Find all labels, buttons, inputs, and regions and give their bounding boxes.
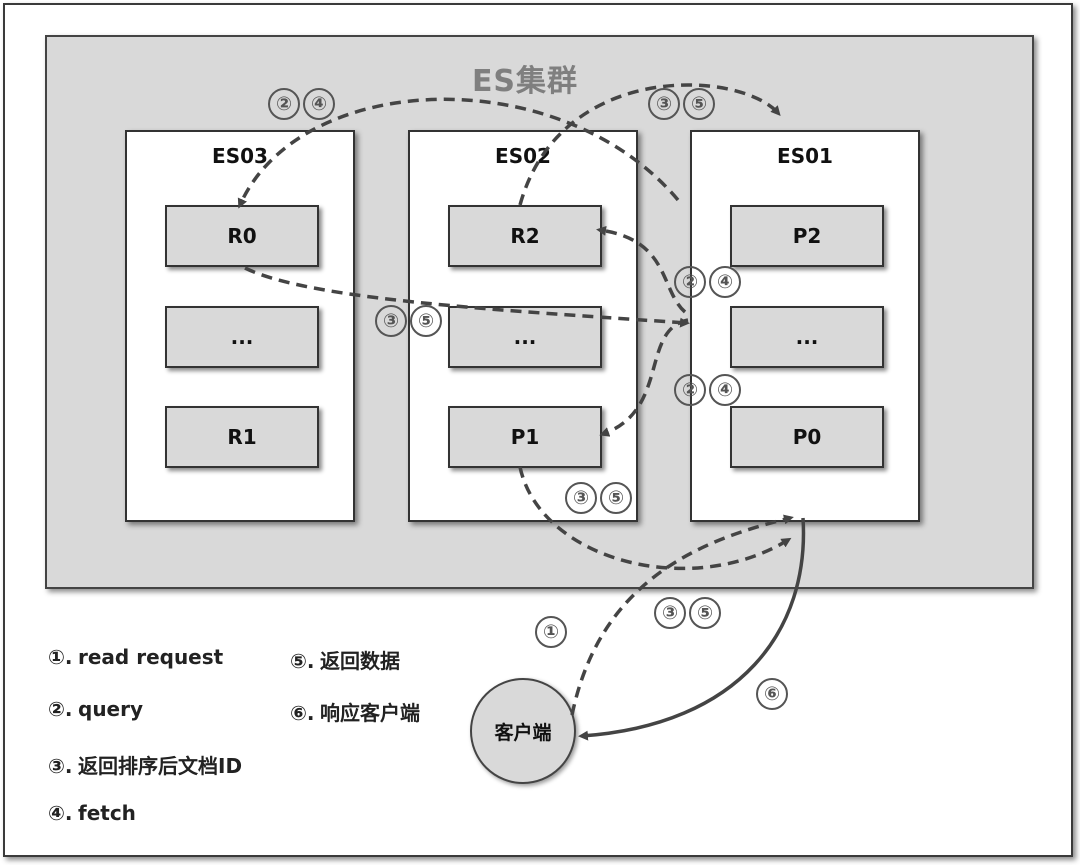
- step-5-icon: ⑤: [600, 482, 632, 514]
- node-es03: ES03 R0 ... R1: [125, 130, 355, 522]
- step-1-icon: ①: [535, 616, 567, 648]
- shard-r2: R2: [448, 205, 602, 267]
- step-2-icon: ②: [268, 88, 300, 120]
- node-label: ES03: [212, 144, 268, 168]
- legend-item: ⑤.返回数据: [290, 649, 400, 673]
- shard-ellipsis: ...: [730, 306, 884, 368]
- step-6-icon: ⑥: [756, 678, 788, 710]
- step-4-icon: ④: [709, 374, 741, 406]
- step-2-icon: ②: [674, 266, 706, 298]
- step-3-icon: ③: [654, 597, 686, 629]
- shard-r0: R0: [165, 205, 319, 267]
- step-4-icon: ④: [709, 266, 741, 298]
- legend-item: ③.返回排序后文档ID: [48, 754, 243, 778]
- shard-p2: P2: [730, 205, 884, 267]
- node-label: ES01: [777, 144, 833, 168]
- shard-p0: P0: [730, 406, 884, 468]
- step-4-icon: ④: [303, 88, 335, 120]
- cluster-title: ES集群: [471, 64, 579, 99]
- legend-item: ④.fetch: [48, 801, 136, 825]
- step-3-icon: ③: [648, 88, 680, 120]
- step-3-icon: ③: [565, 482, 597, 514]
- node-label: ES02: [495, 144, 551, 168]
- step-2-icon: ②: [674, 374, 706, 406]
- shard-ellipsis: ...: [448, 306, 602, 368]
- legend-item: ①.read request: [48, 645, 224, 669]
- shard-r1: R1: [165, 406, 319, 468]
- step-5-icon: ⑤: [410, 305, 442, 337]
- legend-item: ⑥.响应客户端: [290, 701, 420, 725]
- step-3-icon: ③: [375, 305, 407, 337]
- shard-ellipsis: ...: [165, 306, 319, 368]
- client-node: 客户端: [470, 678, 576, 784]
- step-5-icon: ⑤: [689, 597, 721, 629]
- legend-item: ②.query: [48, 697, 144, 721]
- step-5-icon: ⑤: [683, 88, 715, 120]
- shard-p1: P1: [448, 406, 602, 468]
- node-es01: ES01 P2 ... P0: [690, 130, 920, 522]
